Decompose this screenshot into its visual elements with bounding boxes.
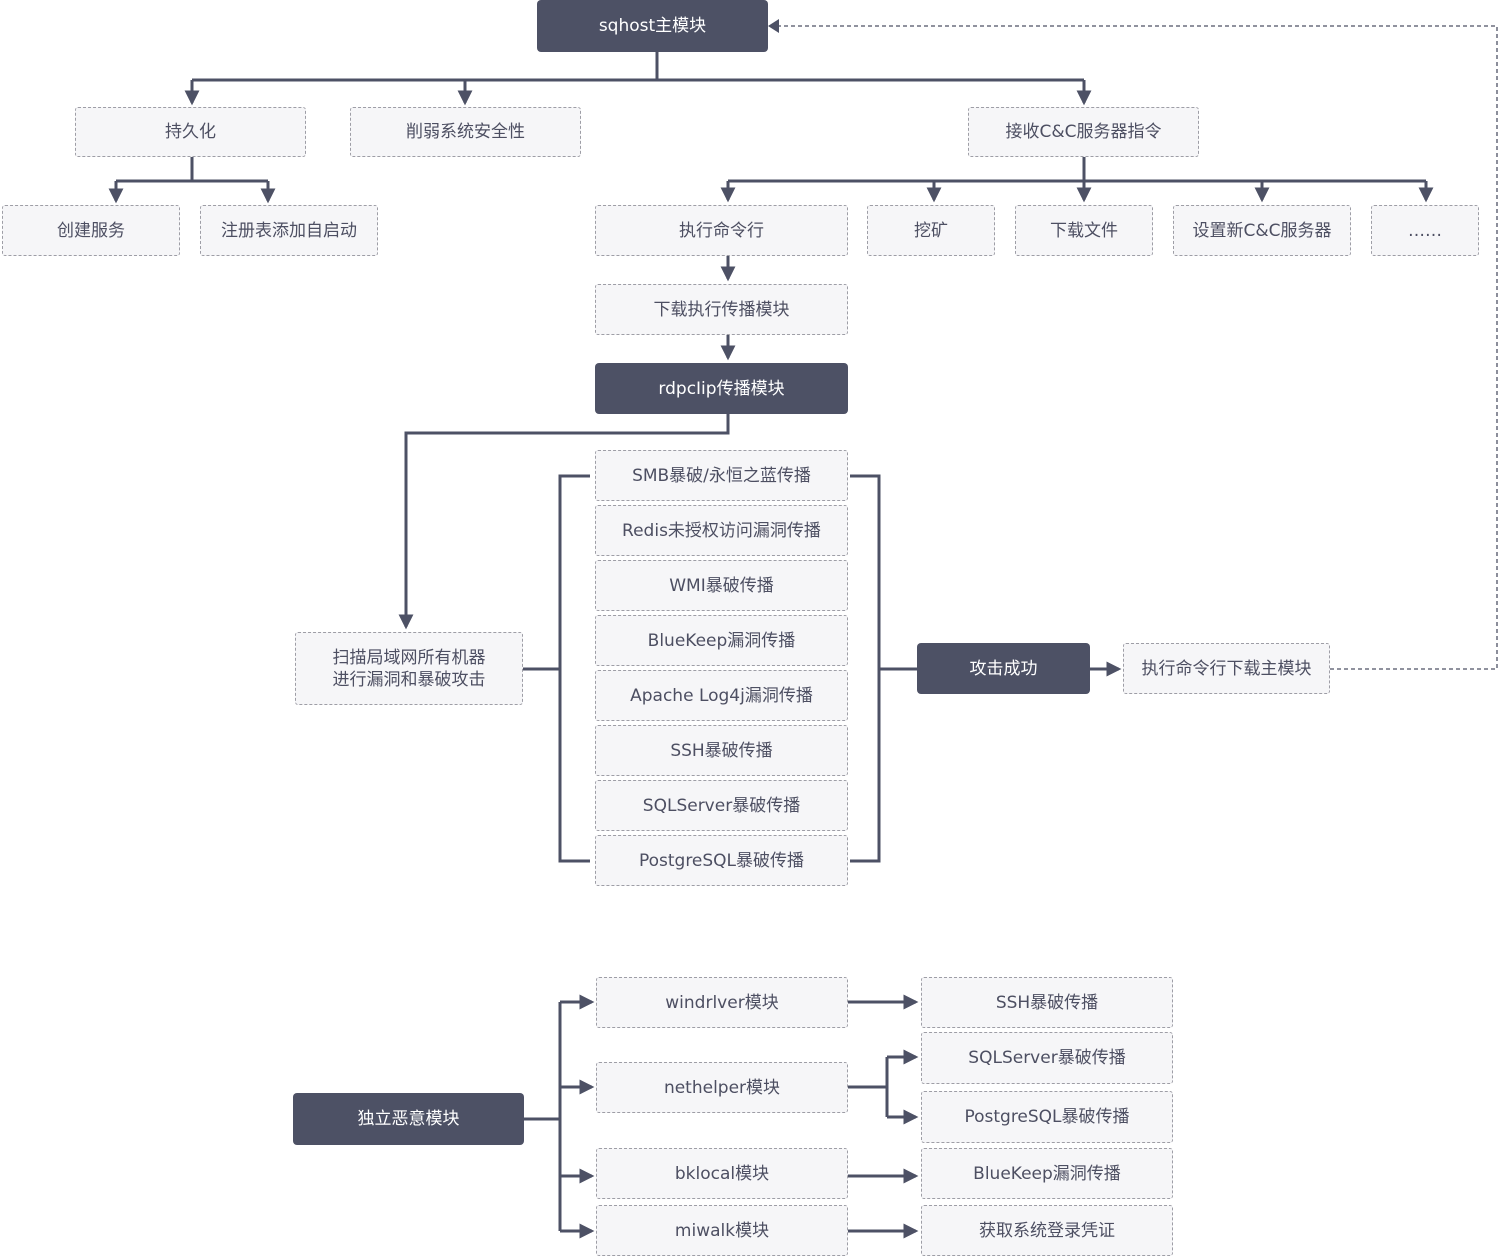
node-nethelper-module: nethelper模块 (596, 1062, 848, 1113)
method-redis: Redis未授权访问漏洞传播 (595, 505, 848, 556)
target-credentials: 获取系统登录凭证 (921, 1205, 1173, 1256)
node-set-new-cc: 设置新C&C服务器 (1173, 205, 1351, 256)
node-more: …… (1371, 205, 1479, 256)
method-sqlserver: SQLServer暴破传播 (595, 780, 848, 831)
edge-persist-trunk (116, 157, 268, 183)
node-create-service: 创建服务 (2, 205, 180, 256)
node-miwalk-module: miwalk模块 (596, 1205, 848, 1256)
node-windrlver-module: windrlver模块 (596, 977, 848, 1028)
node-exec-download-main: 执行命令行下载主模块 (1123, 643, 1330, 694)
method-log4j: Apache Log4j漏洞传播 (595, 670, 848, 721)
edge-standalone-trunk (524, 1002, 562, 1231)
node-rdpclip-module: rdpcIip传播模块 (595, 363, 848, 414)
node-attack-success: 攻击成功 (917, 643, 1090, 694)
method-postgresql: PostgreSQL暴破传播 (595, 835, 848, 886)
node-exec-cmd: 执行命令行 (595, 205, 848, 256)
node-persist: 持久化 (75, 107, 306, 157)
edge-rdpclip-to-scan (398, 414, 730, 630)
target-bluekeep: BlueKeep漏洞传播 (921, 1148, 1173, 1199)
method-wmi: WMI暴破传播 (595, 560, 848, 611)
target-sqlserver: SQLServer暴破传播 (921, 1032, 1173, 1084)
node-mining: 挖矿 (867, 205, 995, 256)
node-download-exec-module: 下载执行传播模块 (595, 284, 848, 335)
node-download-file: 下载文件 (1015, 205, 1153, 256)
node-scan-lan: 扫描局域网所有机器 进行漏洞和暴破攻击 (295, 632, 523, 705)
right-bracket (850, 474, 881, 863)
node-sqhost-main: sqhost主模块 (537, 0, 768, 52)
method-bluekeep: BlueKeep漏洞传播 (595, 615, 848, 666)
method-ssh: SSH暴破传播 (595, 725, 848, 776)
target-postgresql: PostgreSQL暴破传播 (921, 1091, 1173, 1143)
method-smb: SMB暴破/永恒之蓝传播 (595, 450, 848, 501)
edge-receive-trunk (728, 157, 1426, 183)
edge-feedback-to-sqhost (777, 25, 1498, 670)
node-registry-autorun: 注册表添加自启动 (200, 205, 378, 256)
edge-feedback-arrowhead (768, 19, 779, 33)
node-bklocal-module: bklocal模块 (596, 1148, 848, 1199)
edge-nethelper-trunk (848, 1057, 889, 1117)
target-ssh: SSH暴破传播 (921, 977, 1173, 1028)
node-weaken-security: 削弱系统安全性 (350, 107, 581, 157)
left-bracket (558, 474, 590, 863)
node-receive-cc: 接收C&C服务器指令 (968, 107, 1199, 157)
node-standalone-malware: 独立恶意模块 (293, 1093, 524, 1145)
